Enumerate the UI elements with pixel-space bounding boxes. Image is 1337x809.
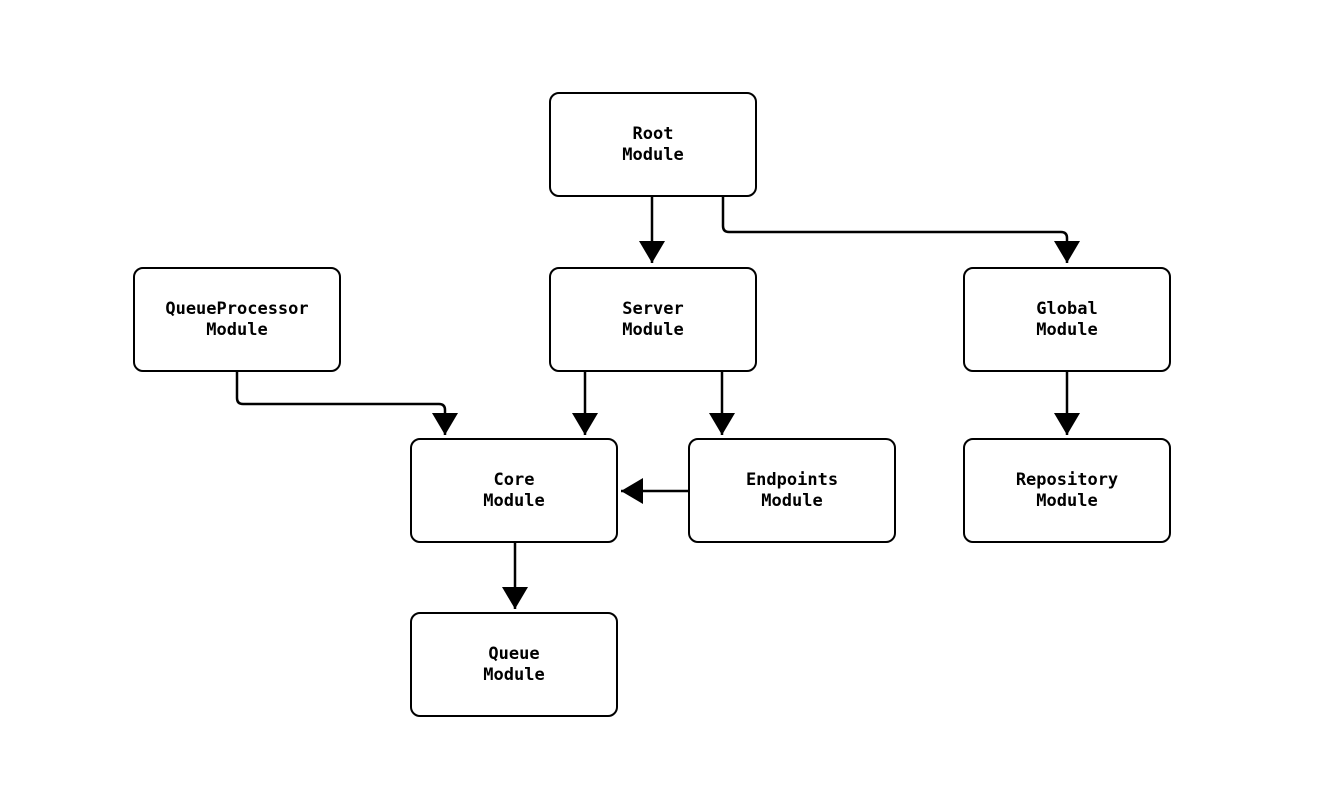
node-root-module: Root Module <box>549 92 757 197</box>
node-label: Core <box>493 469 535 490</box>
node-label: Module <box>622 319 684 340</box>
node-label: Module <box>761 490 823 511</box>
edge-root-to-global <box>721 197 1080 263</box>
node-label: QueueProcessor <box>165 298 309 319</box>
node-label: Module <box>1036 319 1098 340</box>
node-endpoints-module: Endpoints Module <box>688 438 896 543</box>
node-label: Server <box>622 298 684 319</box>
node-label: Repository <box>1015 469 1119 490</box>
node-queueprocessor-module: QueueProcessor Module <box>133 267 341 372</box>
node-label: Global <box>1036 298 1098 319</box>
node-label: Root <box>632 123 674 144</box>
node-label: Module <box>483 664 545 685</box>
node-repository-module: Repository Module <box>963 438 1171 543</box>
edge-queueprocessor-to-core <box>235 372 458 435</box>
node-core-module: Core Module <box>410 438 618 543</box>
node-label: Module <box>483 490 545 511</box>
node-label: Queue <box>488 643 540 664</box>
node-server-module: Server Module <box>549 267 757 372</box>
node-label: Module <box>1036 490 1098 511</box>
node-label: Module <box>206 319 268 340</box>
node-label: Endpoints <box>745 469 839 490</box>
node-global-module: Global Module <box>963 267 1171 372</box>
node-label: Module <box>622 144 684 165</box>
node-queue-module: Queue Module <box>410 612 618 717</box>
